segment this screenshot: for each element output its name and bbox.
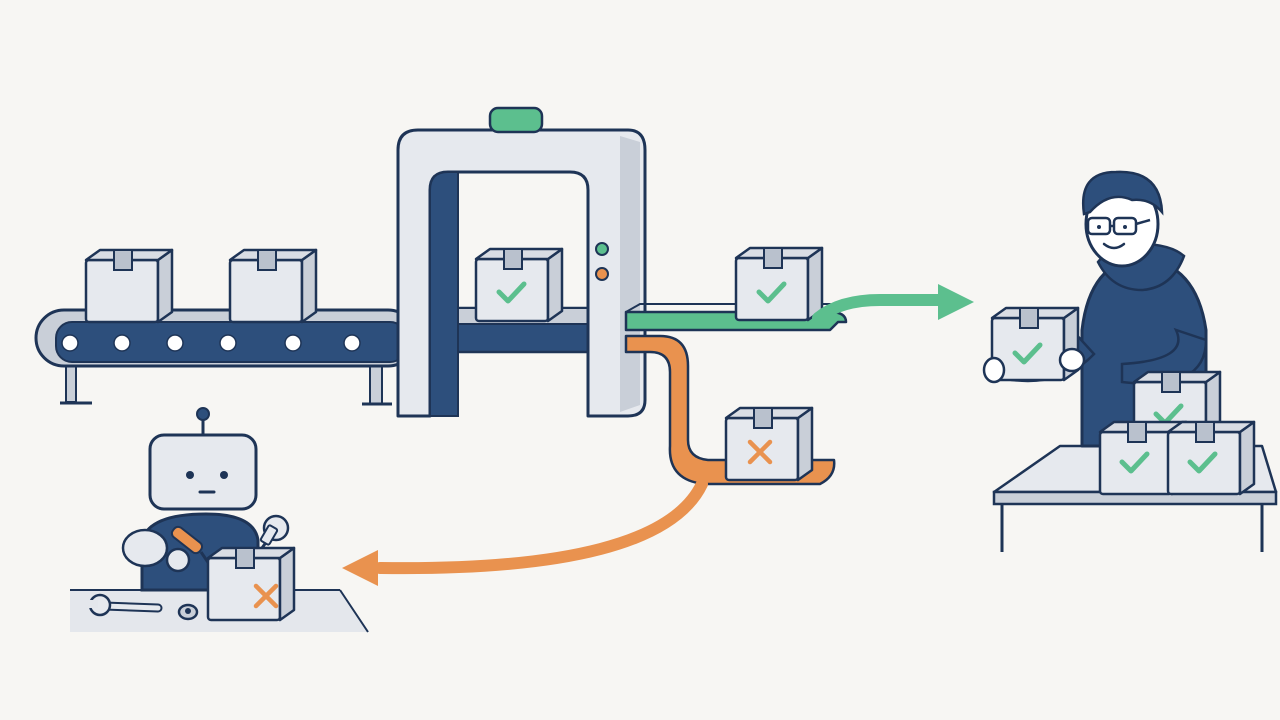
repair-tool-icon	[259, 524, 279, 549]
wrench-icon	[88, 593, 163, 617]
reject-arrow	[342, 478, 708, 586]
incoming-box-1	[84, 248, 174, 324]
person-hands	[982, 347, 1086, 384]
stacked-box-bottom-right	[1166, 420, 1256, 496]
accepted-box	[734, 246, 824, 322]
rejected-box	[724, 406, 814, 482]
inspected-box	[474, 247, 564, 323]
incoming-box-2	[228, 248, 318, 324]
conveyor-belt-icon	[34, 308, 418, 406]
repair-box	[206, 546, 296, 622]
nut-icon	[177, 603, 199, 621]
reject-chute	[624, 334, 836, 486]
accept-arrow	[812, 284, 974, 324]
